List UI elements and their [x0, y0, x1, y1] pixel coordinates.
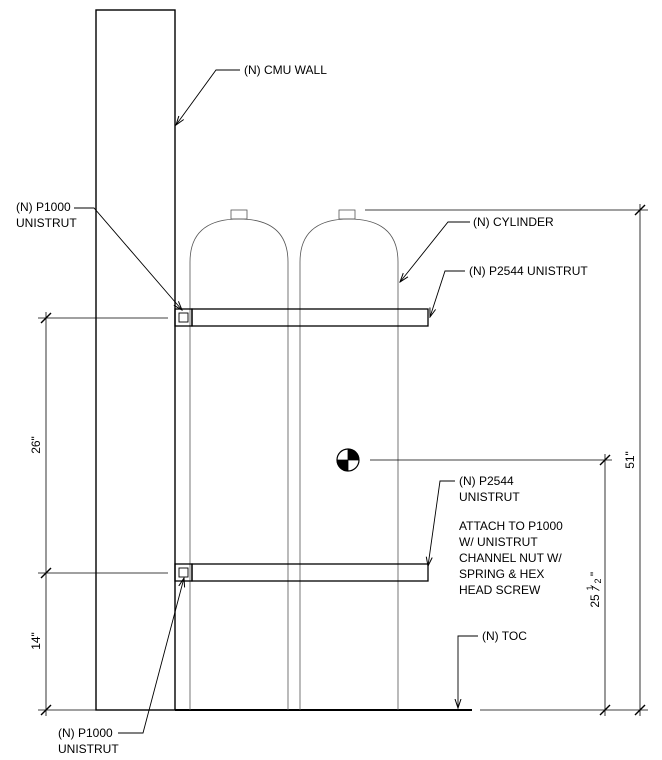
note-line-2: W/ UNISTRUT	[459, 535, 538, 549]
note-line-1: ATTACH TO P1000	[459, 519, 563, 533]
svg-text:1: 1	[585, 585, 595, 590]
cylinder-left	[189, 209, 289, 710]
note-line-3: CHANNEL NUT W/	[459, 551, 562, 565]
leader-cmu-wall	[176, 69, 240, 125]
cmu-wall	[95, 9, 176, 711]
label-p1000-bottom-1: (N) P1000	[58, 726, 113, 740]
svg-text:2: 2	[593, 578, 603, 583]
label-toc: (N) TOC	[482, 629, 527, 643]
left-dimension	[38, 312, 168, 716]
label-p1000-top-2: UNISTRUT	[16, 216, 77, 230]
label-cylinder: (N) CYLINDER	[473, 215, 554, 229]
label-cmu-wall: (N) CMU WALL	[244, 63, 327, 77]
cylinder-right	[299, 209, 399, 710]
note-line-4: SPRING & HEX	[459, 567, 544, 581]
label-p1000-bottom-2: UNISTRUT	[58, 742, 119, 756]
dim-right-cg: 25 1 2 "	[585, 572, 603, 608]
label-p1000-top-1: (N) P1000	[16, 200, 71, 214]
dim-right-overall: 51"	[623, 451, 637, 469]
p1000-upper	[174, 308, 193, 327]
center-of-gravity-icon	[336, 448, 360, 472]
dim-left-lower: 14"	[29, 632, 43, 650]
note-line-5: HEAD SCREW	[459, 583, 541, 597]
leader-p2544-top	[430, 270, 465, 317]
label-p2544-bottom-1: (N) P2544	[459, 474, 514, 488]
svg-text:25: 25	[588, 594, 602, 608]
p2544-lower	[191, 563, 429, 582]
label-p2544-bottom-2: UNISTRUT	[459, 490, 520, 504]
leader-p2544-bottom	[428, 480, 455, 566]
leader-toc	[458, 635, 478, 708]
leader-cylinder	[400, 221, 470, 282]
leader-p1000-bottom	[118, 578, 184, 734]
leader-p1000-top	[74, 207, 182, 310]
svg-text:": "	[588, 572, 602, 576]
label-p2544-top: (N) P2544 UNISTRUT	[469, 264, 588, 278]
p2544-upper	[191, 308, 429, 327]
dim-left-upper: 26"	[29, 436, 43, 454]
right-dimension	[365, 204, 648, 716]
